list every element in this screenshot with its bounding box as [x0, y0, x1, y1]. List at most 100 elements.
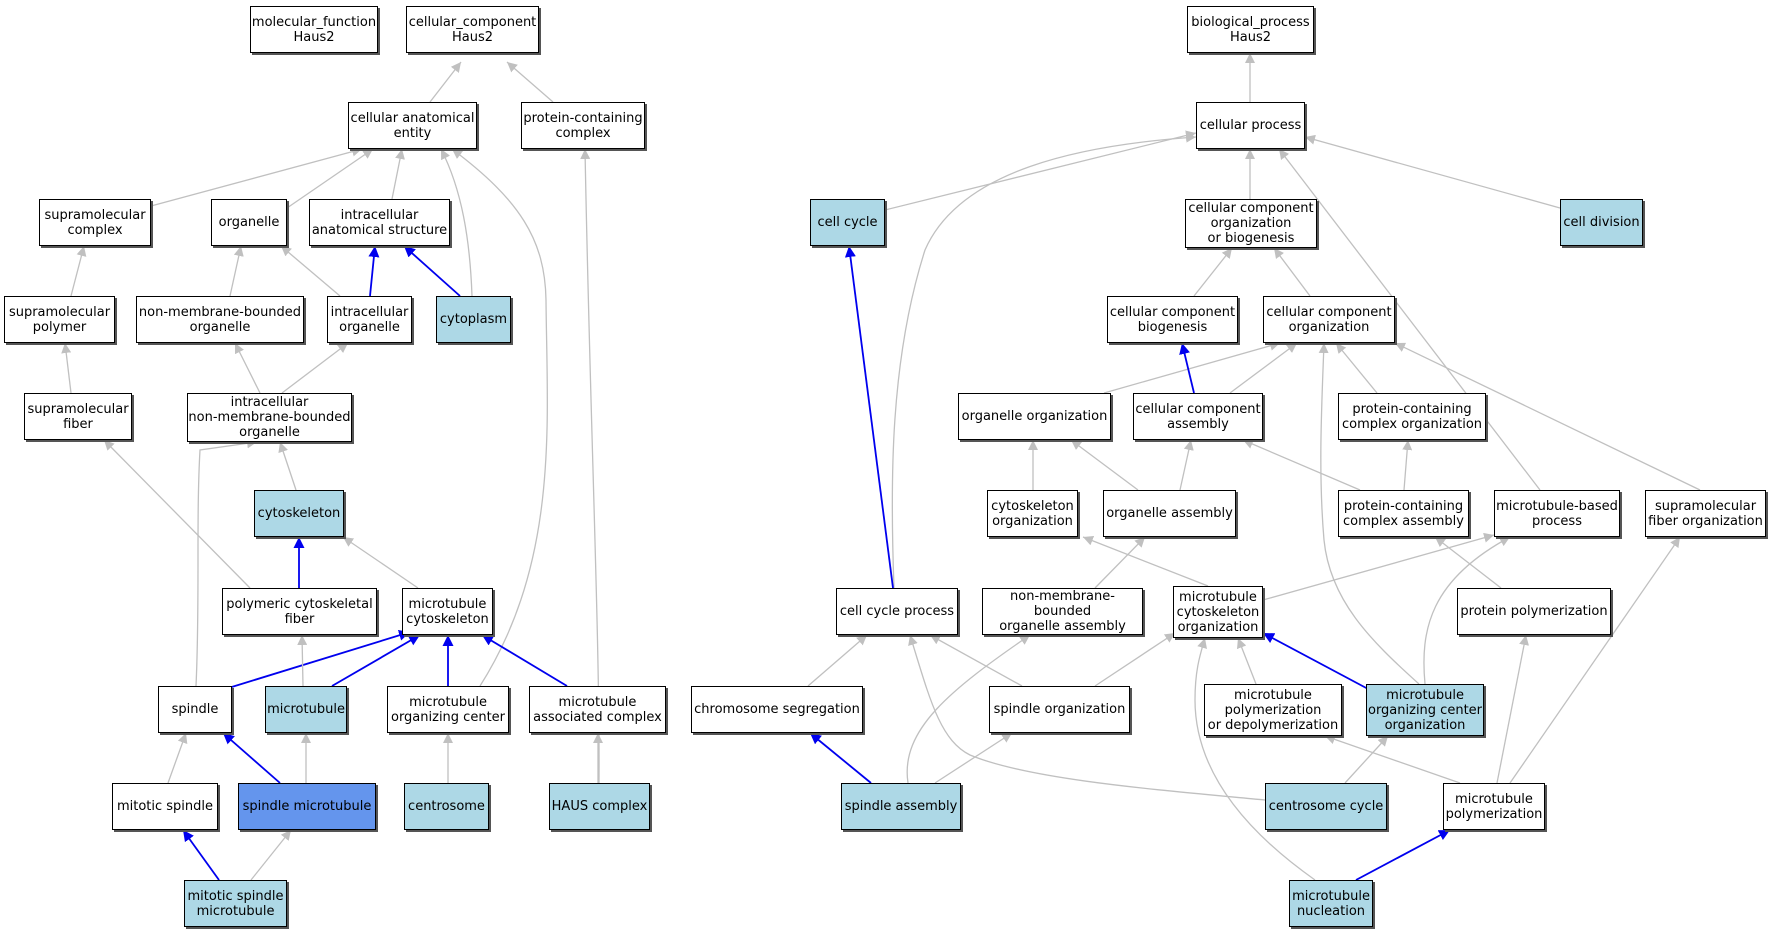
node-cc-organization[interactable]: cellular component organization	[1263, 296, 1395, 343]
node-intracellular-anatomical-structure[interactable]: intracellular anatomical structure	[309, 199, 450, 246]
edge-smp-to-smc	[70, 245, 87, 297]
edge-cae-to-cc-root	[429, 61, 462, 103]
edge-spindle-to-mtc	[221, 629, 411, 691]
node-protein-containing-complex[interactable]: protein-containing complex	[521, 102, 645, 149]
node-mt-cytoskeleton-organization[interactable]: microtubule cytoskeleton organization	[1173, 586, 1263, 638]
edge-cca-to-ccb	[1179, 342, 1195, 394]
edge-mitotic-spindle-to-spindle	[167, 732, 188, 784]
node-centrosome-cycle[interactable]: centrosome cycle	[1265, 783, 1387, 830]
edge-mtoco-to-cco	[1318, 342, 1420, 685]
node-spindle-assembly[interactable]: spindle assembly	[841, 783, 961, 830]
edge-inmbo-to-nmbo	[234, 342, 261, 394]
edge-so-to-ccp	[929, 634, 1023, 687]
edge-layer	[61, 53, 1701, 881]
node-mf-root[interactable]: molecular_function Haus2	[250, 6, 378, 53]
node-cc-biogenesis[interactable]: cellular component biogenesis	[1107, 296, 1238, 343]
edge-mtbp-to-cp	[1278, 148, 1541, 491]
node-cellular-process[interactable]: cellular process	[1196, 102, 1305, 149]
edge-msm-to-mitotic-spindle	[182, 829, 220, 881]
edge-cc-to-mtoco	[1344, 735, 1389, 784]
node-organelle[interactable]: organelle	[211, 199, 287, 246]
node-microtubule-organizing-center[interactable]: microtubule organizing center	[387, 686, 509, 733]
edge-mtoco-to-mtco	[1262, 632, 1371, 691]
node-mitotic-spindle-microtubule[interactable]: mitotic spindle microtubule	[184, 880, 287, 927]
node-cytoskeleton[interactable]: cytoskeleton	[254, 490, 344, 537]
edge-io-to-ias	[368, 245, 380, 297]
node-organelle-assembly[interactable]: organelle assembly	[1103, 490, 1236, 537]
edge-sa-to-so	[934, 732, 1013, 784]
node-pc-complex-organization[interactable]: protein-containing complex organization	[1338, 393, 1486, 440]
node-supramolecular-fiber[interactable]: supramolecular fiber	[24, 393, 132, 440]
node-nmbo-assembly[interactable]: non-membrane-bounded organelle assembly	[982, 588, 1143, 635]
edge-pp-to-pcca	[1434, 536, 1502, 589]
edge-centrosome-cycle-to-ccp	[908, 634, 1266, 801]
edge-pcca-to-pcco	[1402, 439, 1413, 491]
node-cell-cycle[interactable]: cell cycle	[810, 199, 885, 246]
node-cytoskeleton-organization[interactable]: cytoskeleton organization	[987, 490, 1078, 537]
node-bp-root[interactable]: biological_process Haus2	[1187, 6, 1314, 53]
edge-cytoplasm-to-ias	[403, 245, 461, 297]
edge-mtn-to-mtco	[1194, 637, 1316, 881]
node-mtoc-organization[interactable]: microtubule organizing center organizati…	[1366, 684, 1484, 736]
edge-pcf-to-smf	[103, 439, 251, 589]
edge-pcco-to-cco	[1335, 342, 1378, 394]
edge-organelle-to-cae	[286, 148, 374, 209]
node-mt-polymerization-or-depolymerization[interactable]: microtubule polymerization or depolymeri…	[1204, 684, 1342, 736]
node-haus-complex[interactable]: HAUS complex	[549, 783, 650, 830]
edge-cca-to-cco	[1229, 342, 1298, 394]
edge-smc-to-cae	[150, 146, 363, 207]
node-cytoplasm[interactable]: cytoplasm	[436, 296, 511, 343]
node-centrosome[interactable]: centrosome	[404, 783, 489, 830]
edge-ias-to-cae	[391, 148, 405, 200]
edge-oa-to-oo	[1070, 439, 1139, 491]
node-organelle-organization[interactable]: organelle organization	[958, 393, 1111, 440]
node-microtubule-based-process[interactable]: microtubule-based process	[1494, 490, 1620, 537]
node-non-membrane-bounded-organelle[interactable]: non-membrane-bounded organelle	[136, 296, 304, 343]
edge-ccp-to-cell-cycle	[844, 245, 894, 589]
node-cc-assembly[interactable]: cellular component assembly	[1133, 393, 1263, 440]
edge-sfo-to-cco	[1394, 342, 1701, 491]
node-supramolecular-polymer[interactable]: supramolecular polymer	[4, 296, 115, 343]
node-cell-division[interactable]: cell division	[1560, 199, 1643, 246]
node-supramolecular-complex[interactable]: supramolecular complex	[39, 199, 151, 246]
node-cellular-anatomical-entity[interactable]: cellular anatomical entity	[348, 102, 477, 149]
edge-cell-cycle-to-cp	[884, 130, 1197, 211]
node-supramolecular-fiber-organization[interactable]: supramolecular fiber organization	[1645, 490, 1766, 537]
node-microtubule[interactable]: microtubule	[265, 686, 347, 733]
node-pc-complex-assembly[interactable]: protein-containing complex assembly	[1338, 490, 1469, 537]
edge-microtubule-to-pcf	[297, 634, 308, 687]
node-chromosome-segregation[interactable]: chromosome segregation	[691, 686, 863, 733]
node-spindle[interactable]: spindle	[158, 686, 232, 733]
edge-cco-to-ccob	[1273, 247, 1311, 297]
edge-sa-to-cs	[809, 732, 872, 784]
node-spindle-organization[interactable]: spindle organization	[989, 686, 1130, 733]
edge-mtco-to-cso	[1082, 535, 1209, 587]
node-microtubule-cytoskeleton[interactable]: microtubule cytoskeleton	[402, 588, 493, 635]
edge-microtubule-to-mtc	[331, 634, 421, 687]
edge-mtp-to-pp	[1496, 634, 1529, 784]
edge-mtoc-to-cae	[451, 148, 548, 687]
edge-cytoplasm-to-cae	[440, 148, 473, 297]
edge-spindle-to-inmbo	[195, 438, 258, 687]
node-spindle-microtubule[interactable]: spindle microtubule	[238, 783, 376, 830]
node-ccob[interactable]: cellular component organization or bioge…	[1185, 199, 1317, 248]
edge-pcc-to-cc-root	[506, 61, 554, 103]
edge-pcca-to-cca	[1242, 439, 1361, 491]
node-intracellular-organelle[interactable]: intracellular organelle	[327, 296, 412, 343]
node-microtubule-polymerization[interactable]: microtubule polymerization	[1443, 783, 1545, 830]
edge-ccp-to-cp	[891, 132, 1197, 589]
node-cc-root[interactable]: cellular_component Haus2	[406, 6, 539, 53]
node-protein-polymerization[interactable]: protein polymerization	[1457, 588, 1611, 635]
edge-spindle-mt-to-spindle	[222, 732, 281, 784]
node-microtubule-nucleation[interactable]: microtubule nucleation	[1289, 880, 1373, 927]
edge-cell-division-to-cp	[1304, 134, 1561, 209]
node-cell-cycle-process[interactable]: cell cycle process	[836, 588, 958, 635]
edge-cs-to-ccp	[807, 634, 868, 687]
node-intracellular-nmbo[interactable]: intracellular non-membrane-bounded organ…	[187, 393, 352, 442]
node-mitotic-spindle[interactable]: mitotic spindle	[112, 783, 218, 830]
edge-msm-to-spindle-mt	[250, 829, 292, 881]
node-microtubule-associated-complex[interactable]: microtubule associated complex	[529, 686, 666, 733]
edge-io-to-organelle	[280, 245, 341, 297]
node-polymeric-cytoskeletal-fiber[interactable]: polymeric cytoskeletal fiber	[222, 588, 377, 635]
